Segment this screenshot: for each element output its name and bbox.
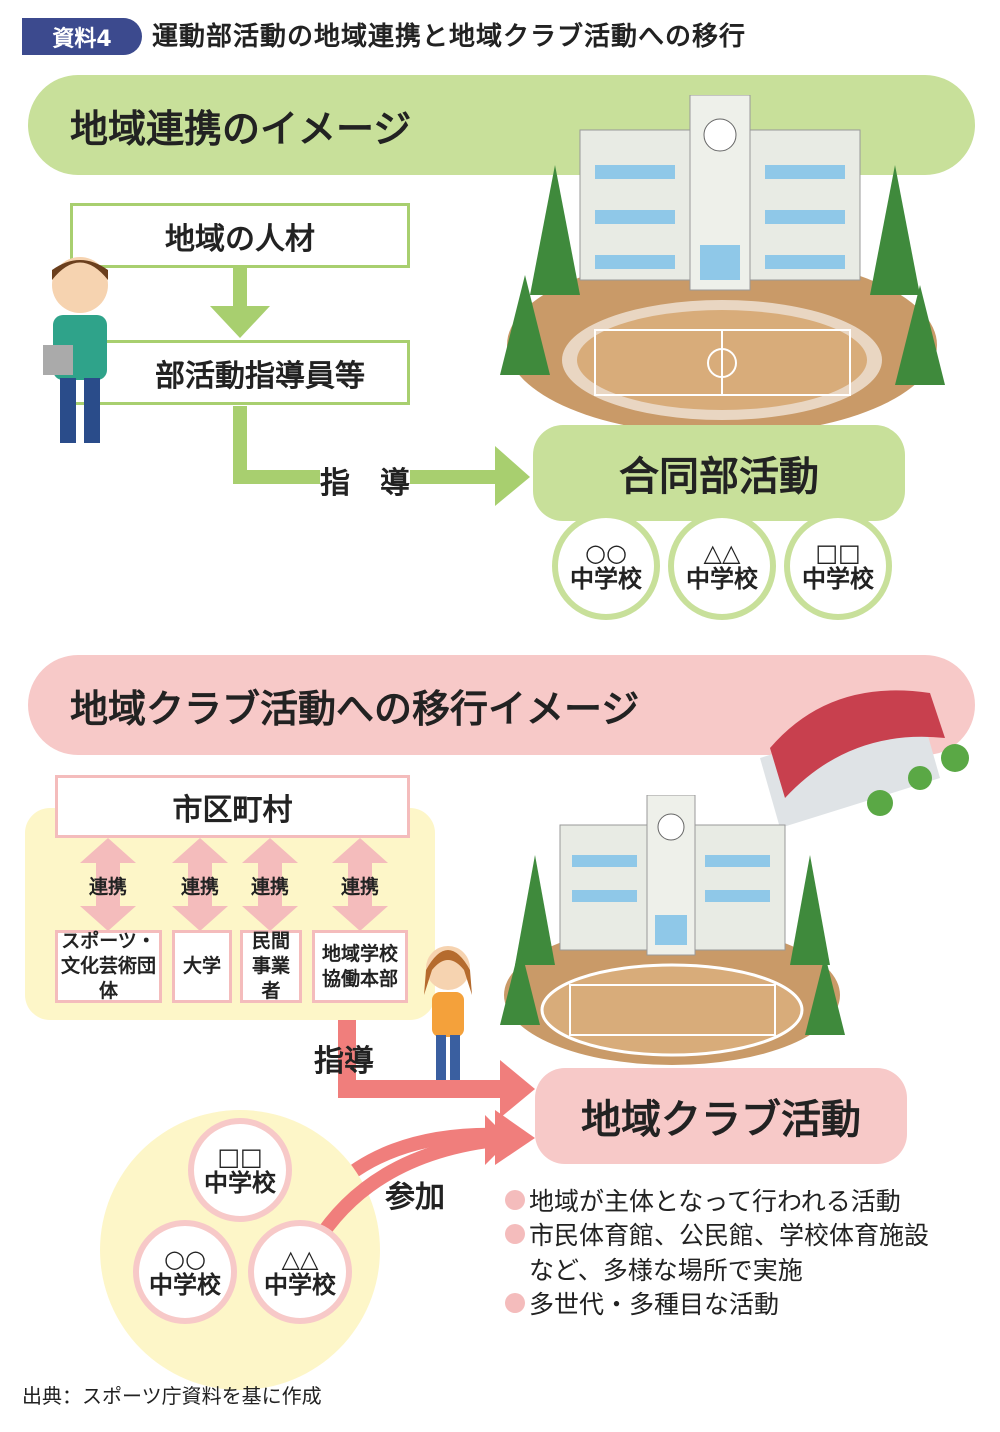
join-label: 参加 <box>385 1180 445 1215</box>
school-circle: ○○中学校 <box>133 1220 237 1324</box>
school-illustration <box>500 95 945 435</box>
link-label: 連携 <box>88 876 127 898</box>
bullet-text: 多世代・多種目な活動 <box>529 1290 780 1319</box>
section1-banner: 地域連携のイメージ <box>28 75 975 175</box>
join-arrow <box>310 1115 510 1249</box>
guidance-arrows <box>210 266 530 506</box>
partner-name: スポーツ・ <box>61 930 156 953</box>
link-arrows <box>80 838 388 931</box>
document-badge: 資料4 <box>22 18 142 55</box>
partner-name: 協働本部 <box>321 967 398 990</box>
link-label: 連携 <box>250 876 289 898</box>
bullet-continuation: など、多様な場所で実施 <box>529 1251 803 1287</box>
partner-name: 事業者 <box>251 955 290 1002</box>
school-mark: ○○ <box>164 1244 206 1273</box>
bullet-dot-icon <box>505 1224 525 1244</box>
link-label: 連携 <box>180 876 219 898</box>
bullet-dot-icon <box>505 1293 525 1313</box>
partner-box: スポーツ・文化芸術団体 <box>55 930 162 1003</box>
partner-name: 文化芸術団体 <box>60 955 156 1002</box>
school-name: 中学校 <box>802 565 874 593</box>
school-illustration <box>500 795 845 1065</box>
bullet-text: 地域が主体となって行われる活動 <box>529 1187 901 1216</box>
school-circle: □□中学校 <box>784 512 892 620</box>
section2-title: 地域クラブ活動への移行イメージ <box>70 686 640 731</box>
school-circle: ○○中学校 <box>552 512 660 620</box>
school-mark: △△ <box>281 1244 319 1273</box>
partner-name: 民間 <box>251 930 290 953</box>
partner-box: 地域学校協働本部 <box>312 930 408 1003</box>
municipality-box: 市区町村 <box>55 775 410 838</box>
school-mark: ○○ <box>585 538 627 567</box>
instructor-person-icon <box>43 257 108 443</box>
partner-box: 大学 <box>172 930 232 1003</box>
gymnasium-illustration <box>760 690 969 828</box>
school-mark: △△ <box>703 538 741 567</box>
instructor-person-icon <box>424 946 472 1085</box>
source-note: 出典：スポーツ庁資料を基に作成 <box>22 1384 322 1408</box>
partner-name: 大学 <box>182 955 221 978</box>
school-name: 中学校 <box>686 565 758 593</box>
school-circle: □□中学校 <box>188 1118 292 1222</box>
bullet-item: 多世代・多種目な活動 <box>505 1285 779 1321</box>
link-label: 連携 <box>340 876 379 898</box>
guidance-label: 指 導 <box>320 458 410 502</box>
school-mark: □□ <box>217 1142 263 1171</box>
school-mark: □□ <box>815 538 861 567</box>
school-name: 中学校 <box>204 1169 276 1197</box>
bullet-dot-icon <box>505 1190 525 1210</box>
guidance-label: 指導 <box>314 1044 374 1079</box>
guidance-arrow-pink <box>331 1020 535 1180</box>
bullet-item: 市民体育館、公民館、学校体育施設 <box>505 1216 929 1252</box>
section1-title: 地域連携のイメージ <box>70 106 412 151</box>
partner-name: 地域学校 <box>321 942 398 965</box>
school-circle: △△中学校 <box>668 512 776 620</box>
club-instructor-box: 部活動指導員等 <box>70 340 410 405</box>
partner-box: 民間事業者 <box>240 930 302 1003</box>
school-circle: △△中学校 <box>248 1220 352 1324</box>
bullet-text: など、多様な場所で実施 <box>529 1256 803 1285</box>
local-club-activity-box: 地域クラブ活動 <box>535 1068 907 1164</box>
school-name: 中学校 <box>149 1271 221 1299</box>
joint-club-activity-box: 合同部活動 <box>533 425 905 521</box>
school-name: 中学校 <box>570 565 642 593</box>
bullet-text: 市民体育館、公民館、学校体育施設 <box>529 1221 930 1250</box>
school-name: 中学校 <box>264 1271 336 1299</box>
document-title: 運動部活動の地域連携と地域クラブ活動への移行 <box>152 22 747 52</box>
bullet-item: 地域が主体となって行われる活動 <box>505 1182 901 1218</box>
